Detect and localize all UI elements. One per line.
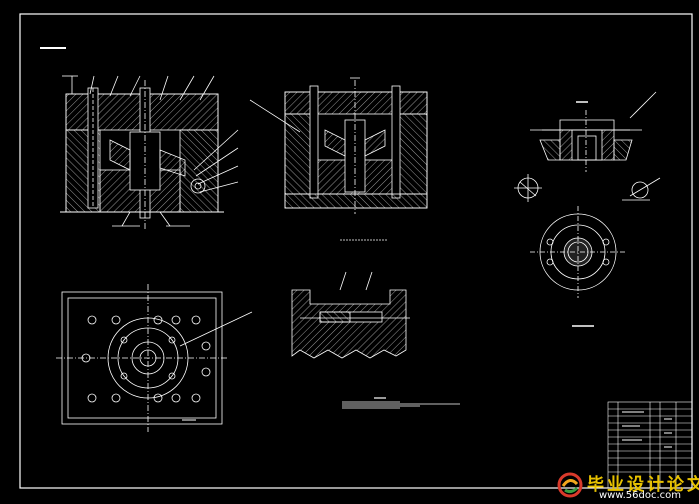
title-block-table: [607, 401, 693, 489]
side-section-view: [249, 77, 428, 214]
technical-notes: [340, 239, 460, 409]
watermark-logo-icon: [557, 472, 583, 498]
ring-top-view: [530, 206, 626, 327]
watermark-url: www.56doc.com: [599, 490, 682, 501]
plan-view: [56, 284, 253, 432]
main-section-view: [60, 75, 239, 230]
detail-circle-small-left: [514, 174, 542, 202]
plan-view-bolt-holes: [81, 315, 211, 403]
detail-circle-small-right: [622, 177, 661, 201]
drawing-frame: [19, 13, 693, 489]
part-detail-section: [530, 91, 657, 172]
partial-section-view: [291, 271, 410, 359]
watermark-title: 毕业设计论文网: [587, 475, 699, 495]
site-watermark: 毕业设计论文网 www.56doc.com: [537, 466, 699, 504]
